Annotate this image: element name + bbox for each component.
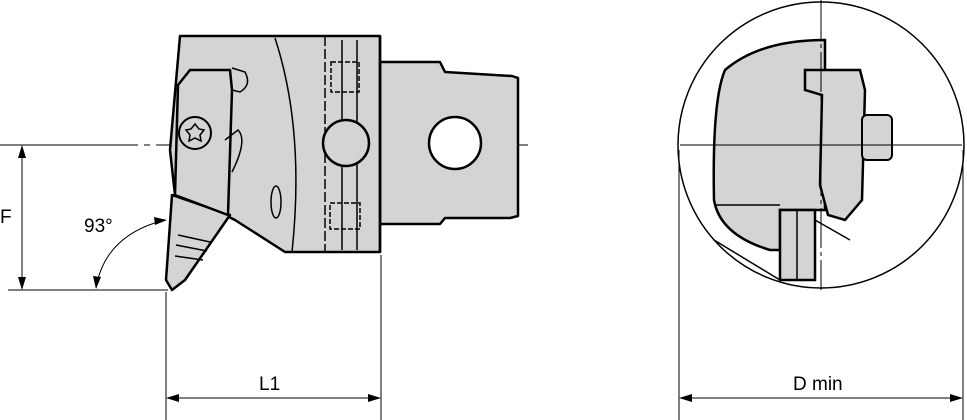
- arrow: [679, 394, 692, 402]
- coolant-hole: [321, 118, 371, 168]
- body-contour: [274, 37, 297, 253]
- shank-hole: [427, 115, 483, 171]
- dmin-label: D min: [793, 374, 843, 395]
- arrow: [950, 394, 963, 402]
- arrow: [368, 394, 381, 402]
- arrow: [166, 394, 179, 402]
- angle-label: 93°: [84, 216, 113, 237]
- torx-icon: [184, 122, 206, 143]
- tool-end-view: [677, 0, 965, 290]
- slot: [270, 185, 282, 219]
- end-screw: [861, 114, 893, 161]
- screw-head: [178, 116, 212, 150]
- arrow: [18, 277, 26, 290]
- f-label: F: [0, 207, 12, 228]
- arrow: [93, 276, 101, 289]
- arrow: [18, 145, 26, 158]
- arrow: [154, 217, 167, 225]
- l1-label: L1: [259, 374, 280, 395]
